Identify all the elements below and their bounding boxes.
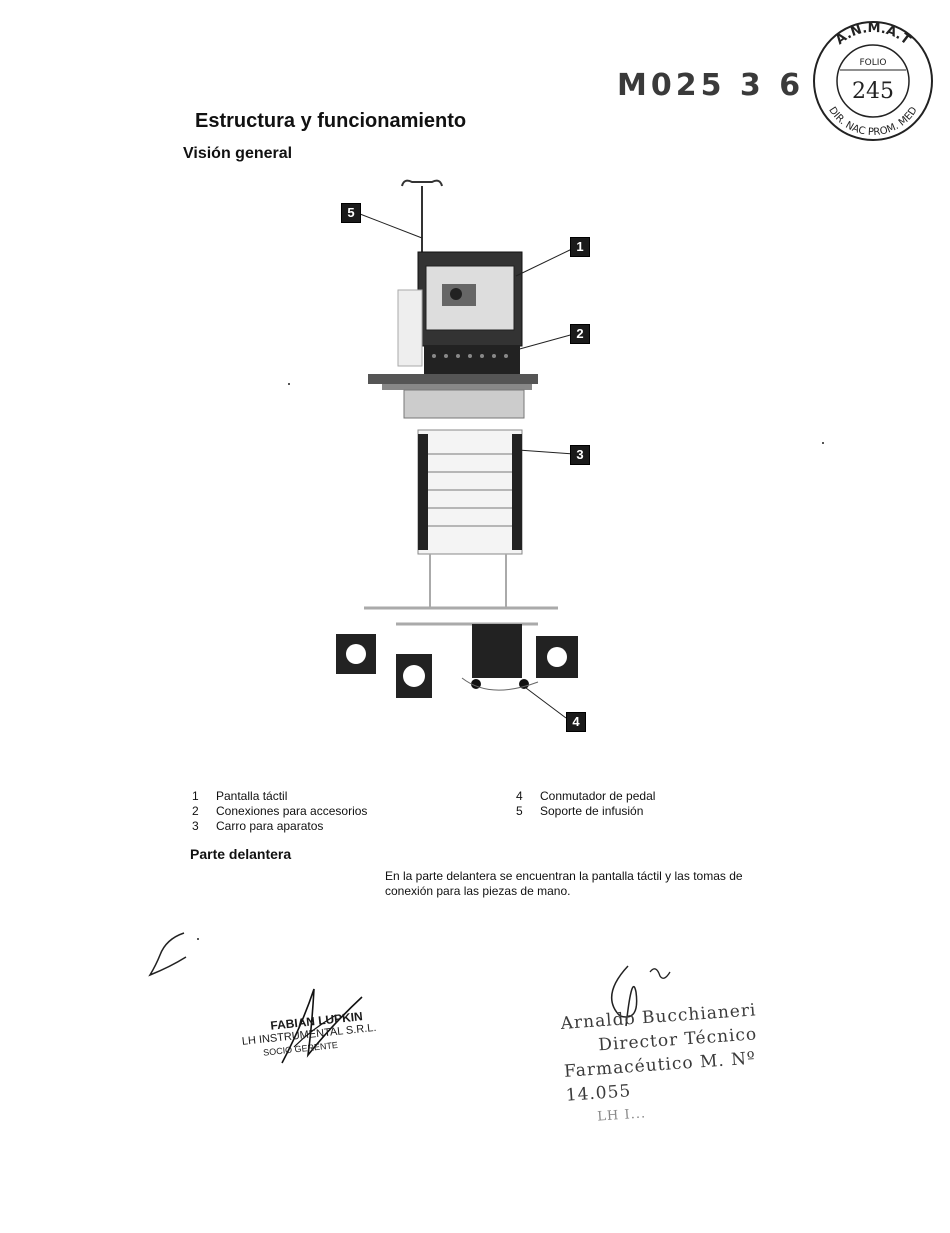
device-figure [336, 179, 578, 719]
scan-speck [288, 383, 290, 385]
front-description: En la parte delantera se encuentran la p… [385, 869, 743, 898]
seal-bottom-text: DIR. NAC PROM. MED [826, 105, 920, 138]
scan-speck [822, 442, 824, 444]
signature-mark-right [611, 965, 671, 1027]
section-title-front: Parte delantera [190, 846, 292, 862]
section-title-overview: Visión general [183, 145, 293, 162]
file-stamp-number: M025 3 6 [617, 68, 805, 103]
seal-folio-number: 245 [852, 79, 894, 104]
signature-mark-left [281, 988, 363, 1064]
signature-block-right: Arnaldo Bucchianeri Director Técnico Far… [560, 995, 808, 1131]
figure-label-1: 1 [570, 237, 590, 257]
figure-label-2: 2 [570, 324, 590, 344]
seal-top-text: A.N.M.A.T [833, 21, 913, 48]
figure-label-5: 5 [341, 203, 361, 223]
figure-label-3: 3 [570, 445, 590, 465]
handwritten-initial [148, 932, 199, 977]
anmat-seal: A.N.M.A.T DIR. NAC PROM. MED FOLIO 245 [813, 21, 933, 141]
page-title: Estructura y funcionamiento [195, 110, 467, 132]
figure-label-4: 4 [566, 712, 586, 732]
seal-folio-label: FOLIO [859, 58, 886, 68]
